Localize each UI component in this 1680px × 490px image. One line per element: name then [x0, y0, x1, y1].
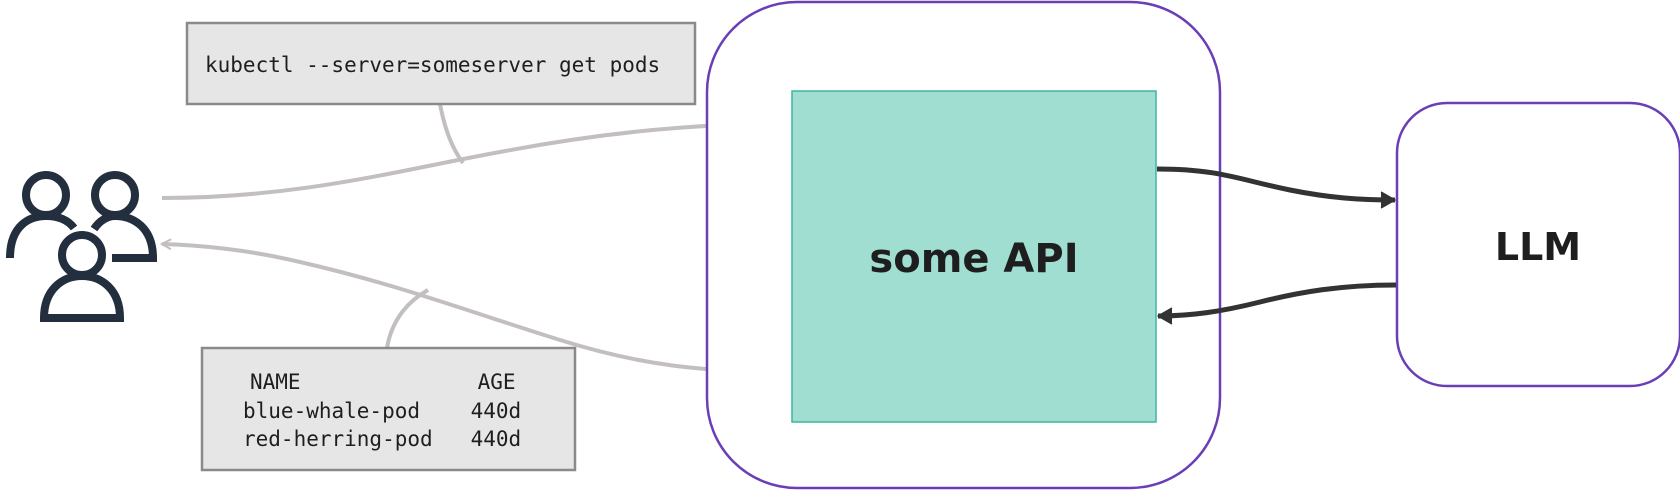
llm-to-api-arrow [1157, 282, 1397, 325]
llm-label: LLM [1495, 225, 1581, 269]
llm-box [1395, 101, 1680, 388]
request-command-box [185, 21, 697, 106]
request-arrow [161, 124, 790, 200]
response-row: blue-whale-pod 440d [243, 399, 521, 423]
request-callout-connector [438, 103, 465, 165]
api-to-llm-arrow [1156, 166, 1396, 209]
users-icon [6, 171, 158, 322]
response-callout-connector [385, 288, 429, 349]
response-row: red-herring-pod 440d [243, 427, 521, 451]
response-arrow [162, 244, 793, 374]
response-output-box [200, 346, 577, 472]
api-box [791, 90, 1157, 423]
api-label: some API [869, 236, 1078, 282]
response-header: NAME AGE [250, 370, 516, 394]
request-command-text: kubectl --server=someserver get pods [205, 53, 660, 77]
